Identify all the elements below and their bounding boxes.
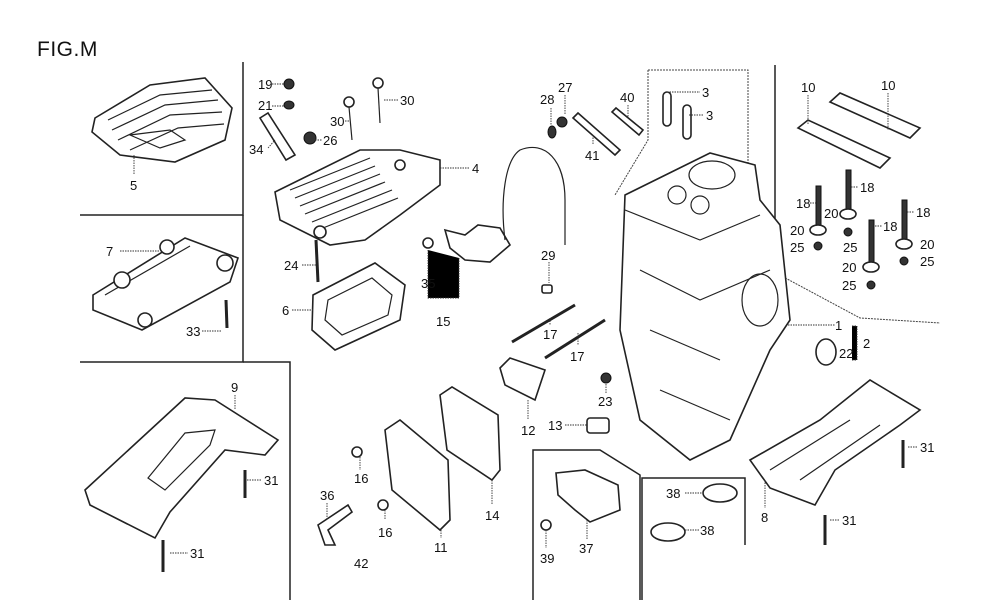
callout-19: 19 <box>258 77 272 92</box>
part-10-plates[interactable] <box>796 92 922 169</box>
leader-lines <box>120 83 918 554</box>
part-6-gasket[interactable] <box>311 262 406 351</box>
part-15-ignition-coil[interactable] <box>422 146 566 263</box>
callout-20: 20 <box>920 237 934 252</box>
part-7-bracket[interactable] <box>92 237 240 331</box>
callout-27: 27 <box>558 80 572 95</box>
callout-37: 37 <box>579 541 593 556</box>
callout-25: 25 <box>920 254 934 269</box>
part-8-base-plate[interactable] <box>748 379 922 545</box>
callout-3: 3 <box>702 85 709 100</box>
callout-20: 20 <box>790 223 804 238</box>
callout-40: 40 <box>620 90 634 105</box>
callout-3: 3 <box>706 108 713 123</box>
callout-9: 9 <box>231 380 238 395</box>
callout-20: 20 <box>842 260 856 275</box>
callout-38: 38 <box>700 523 714 538</box>
callout-11: 11 <box>434 540 448 555</box>
head-hardware[interactable] <box>258 77 384 283</box>
callout-35: 35 <box>421 276 435 291</box>
part-5-cover[interactable] <box>91 77 233 163</box>
part-11-14-covers[interactable] <box>317 386 501 546</box>
callout-17: 17 <box>570 349 584 364</box>
callout-31: 31 <box>190 546 204 561</box>
callout-13: 13 <box>548 418 562 433</box>
callout-10: 10 <box>801 80 815 95</box>
callout-16: 16 <box>378 525 392 540</box>
callout-30: 30 <box>330 114 344 129</box>
callout-15: 15 <box>436 314 450 329</box>
part-4-cylinder-head[interactable] <box>274 149 441 246</box>
callout-6: 6 <box>282 303 289 318</box>
callout-31: 31 <box>842 513 856 528</box>
callout-31: 31 <box>920 440 934 455</box>
callout-18: 18 <box>883 219 897 234</box>
callout-34: 34 <box>249 142 263 157</box>
callout-18: 18 <box>860 180 874 195</box>
callout-25: 25 <box>843 240 857 255</box>
callout-30: 30 <box>400 93 414 108</box>
part-9-base-plate[interactable] <box>84 397 280 572</box>
callout-1: 1 <box>835 318 842 333</box>
studs-18-washers-nuts[interactable] <box>809 169 913 290</box>
figure-title: FIG.M <box>37 38 98 61</box>
misc-parts[interactable] <box>499 284 612 434</box>
callout-17: 17 <box>543 327 557 342</box>
callout-18: 18 <box>916 205 930 220</box>
part-1-cylinder-block[interactable] <box>619 152 791 461</box>
callout-labels: 5 19 21 34 30 30 26 4 24 6 35 15 7 33 9 … <box>106 77 934 571</box>
callout-8: 8 <box>761 510 768 525</box>
callout-10: 10 <box>881 78 895 93</box>
callout-29: 29 <box>541 248 555 263</box>
callout-28: 28 <box>540 92 554 107</box>
callout-31: 31 <box>264 473 278 488</box>
callout-23: 23 <box>598 394 612 409</box>
callout-18: 18 <box>796 196 810 211</box>
callout-25: 25 <box>790 240 804 255</box>
callout-4: 4 <box>472 161 479 176</box>
part-22-seal[interactable] <box>815 338 837 366</box>
callout-42: 42 <box>354 556 368 571</box>
callout-21: 21 <box>258 98 272 113</box>
callout-12: 12 <box>521 423 535 438</box>
callout-36: 36 <box>320 488 334 503</box>
callout-33: 33 <box>186 324 200 339</box>
callout-20: 20 <box>824 206 838 221</box>
callout-24: 24 <box>284 258 298 273</box>
callout-5: 5 <box>130 178 137 193</box>
callout-7: 7 <box>106 244 113 259</box>
callout-38: 38 <box>666 486 680 501</box>
part-37-39-38[interactable] <box>540 469 738 542</box>
callout-25: 25 <box>842 278 856 293</box>
callout-14: 14 <box>485 508 499 523</box>
callout-39: 39 <box>540 551 554 566</box>
callout-41: 41 <box>585 148 599 163</box>
studs-top[interactable] <box>547 91 692 157</box>
callout-26: 26 <box>323 133 337 148</box>
callout-2: 2 <box>863 336 870 351</box>
callout-22: 22 <box>839 346 853 361</box>
callout-16: 16 <box>354 471 368 486</box>
